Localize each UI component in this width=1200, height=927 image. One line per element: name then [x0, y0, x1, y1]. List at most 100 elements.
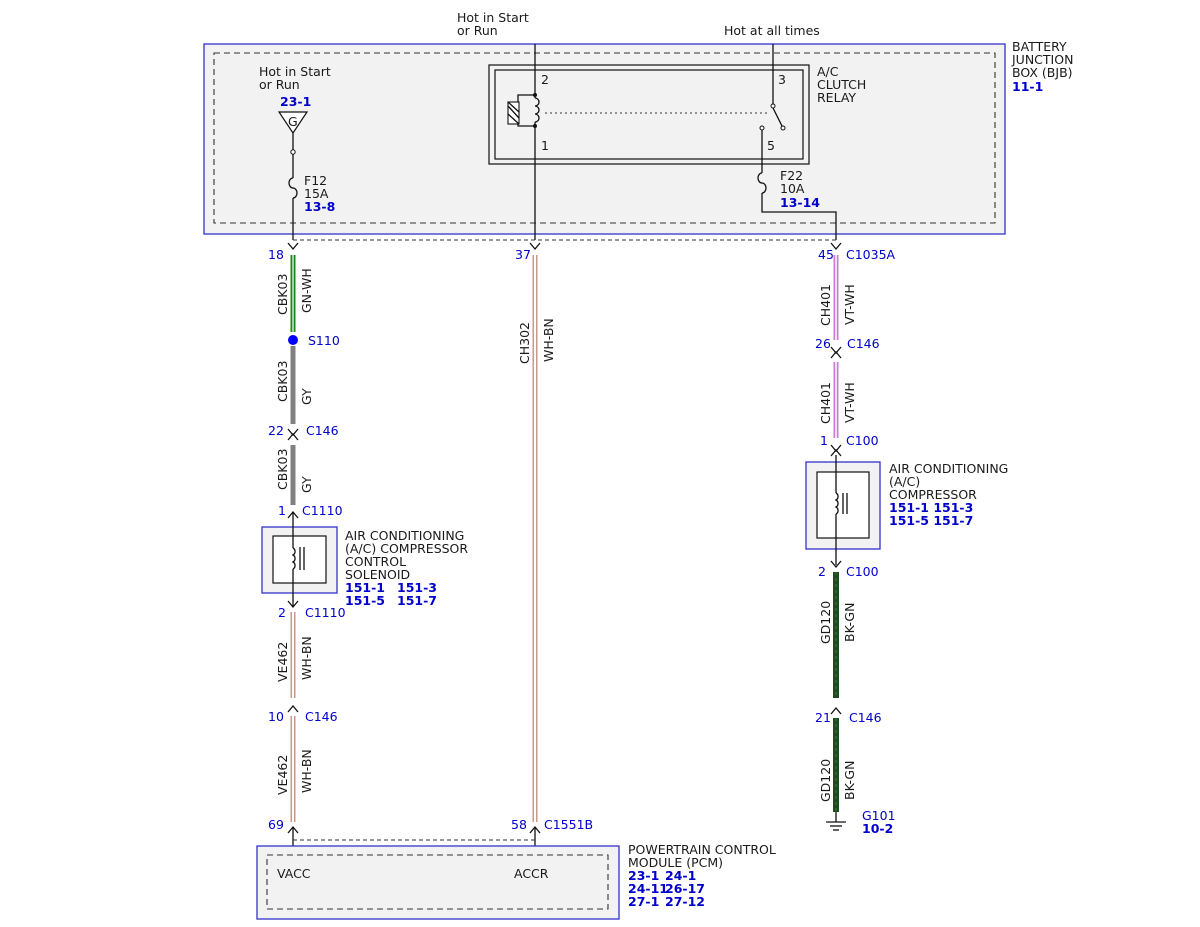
connector-c100-b-label: C100 [846, 564, 879, 579]
fuse-f22-ref: 13-14 [780, 195, 820, 210]
ground-g101-ref: 10-2 [862, 821, 893, 836]
wire-label-circuit: CH302 [517, 322, 532, 364]
pcm-inner-boundary [266, 854, 609, 910]
fuse-f12-ref: 13-8 [304, 199, 335, 214]
pin-2: 2 [278, 605, 286, 620]
wire-label-circuit: CBK03 [275, 274, 290, 315]
connector-c1110-b-arrow [287, 600, 299, 609]
inner-ref: 23-1 [280, 94, 311, 109]
wire-label-circuit: CH401 [818, 284, 833, 326]
connector-c1551b-label: C1551B [544, 817, 593, 832]
pcm-label-line1: POWERTRAIN CONTROL [628, 842, 776, 857]
hot-start-run-top-line1: Hot in Start [457, 10, 529, 25]
solenoid-ref: 151-5 [345, 593, 385, 608]
compressor-ref: 151-1 151-3 [889, 500, 973, 515]
pcm-label-line2: MODULE (PCM) [628, 855, 723, 870]
compressor-label-line2: (A/C) [889, 474, 920, 489]
wire-label-color: VT-WH [842, 284, 857, 325]
wire-label-color: VT-WH [842, 382, 857, 423]
relay-pin-5: 5 [767, 138, 775, 153]
solenoid-ref: 151-3 [397, 580, 437, 595]
pcm-box [256, 845, 620, 920]
pin-18: 18 [268, 247, 284, 262]
connector-45-arrow [830, 242, 842, 251]
solenoid-icon [272, 535, 327, 584]
wire-label-color: BK-GN [842, 761, 857, 800]
wire-label-color: WH-BN [299, 636, 314, 680]
solenoid-ref: 151-7 [397, 593, 437, 608]
pin-10: 10 [268, 709, 284, 724]
connector-c146-b-arrow [287, 704, 299, 713]
pin-1: 1 [278, 503, 286, 518]
hot-all-times-label: Hot at all times [724, 23, 820, 38]
fuse-f12-symbol [288, 177, 298, 199]
pcm-ref: 26-17 [665, 881, 705, 896]
connector-c146-d-label: C146 [849, 710, 882, 725]
wire-label-color: WH-BN [541, 318, 556, 362]
pin-45: 45 [818, 247, 834, 262]
bjb-label-line2: JUNCTION [1011, 52, 1073, 67]
hot-start-run-inner-line1: Hot in Start [259, 64, 331, 79]
solenoid-ref: 151-1 [345, 580, 385, 595]
ground-icon [826, 812, 846, 831]
connector-c146-b-label: C146 [305, 709, 338, 724]
connector-c146-d-arrow [830, 706, 842, 715]
fuse-terminal [290, 149, 296, 155]
pcm-pin-accr: ACCR [514, 866, 549, 881]
fuse-f12-name: F12 [304, 173, 327, 188]
wire-label-color: BK-GN [842, 603, 857, 642]
relay-label-line2: CLUTCH [817, 77, 866, 92]
solenoid-label-line4: SOLENOID [345, 567, 410, 582]
compressor-ref: 151-5 151-7 [889, 513, 973, 528]
pin-37: 37 [515, 247, 531, 262]
relay-outer [488, 64, 810, 165]
compressor-clutch-icon [816, 471, 870, 539]
ground-g101-label: G101 [862, 808, 896, 823]
wire-label-circuit: GD120 [818, 601, 833, 644]
pin-2: 2 [818, 564, 826, 579]
connector-c1110-label: C1110 [302, 503, 343, 518]
feed-source-symbol [277, 111, 309, 135]
battery-junction-box [203, 43, 1006, 235]
pin-58: 58 [511, 817, 527, 832]
relay-pin-3: 3 [778, 72, 786, 87]
splice-s110 [288, 335, 298, 345]
wire-label-color: WH-BN [299, 749, 314, 793]
wire-label-circuit: CBK03 [275, 449, 290, 490]
connector-c100-b-arrow [830, 560, 842, 569]
splice-s110-label: S110 [308, 333, 340, 348]
hot-start-run-inner-line2: or Run [259, 77, 300, 92]
connector-c1035a-label: C1035A [846, 247, 896, 262]
solenoid-label-line3: CONTROL [345, 554, 406, 569]
pcm-ref: 23-1 [628, 868, 659, 883]
connector-18-arrow [287, 242, 299, 251]
relay-label-line3: RELAY [817, 90, 856, 105]
bjb-label-line3: BOX (BJB) [1012, 65, 1073, 80]
relay-coil-icon [507, 44, 540, 240]
compressor-label-line1: AIR CONDITIONING [889, 461, 1008, 476]
pin-1: 1 [820, 433, 828, 448]
bjb-inner-boundary [213, 52, 996, 224]
pin-69: 69 [268, 817, 284, 832]
wire-label-color: GY [299, 476, 314, 493]
pin-22: 22 [268, 423, 284, 438]
fuse-f22-rating: 10A [780, 181, 805, 196]
fuse-f12-rating: 15A [304, 186, 329, 201]
bjb-ref: 11-1 [1012, 79, 1043, 94]
solenoid-label-line2: (A/C) COMPRESSOR [345, 541, 468, 556]
pin-26: 26 [815, 336, 831, 351]
wire-label-color: GY [299, 388, 314, 405]
connector-37-arrow [529, 242, 541, 251]
pin-21: 21 [815, 710, 831, 725]
pcm-ref: 24-1 [665, 868, 696, 883]
fuse-f22-symbol [757, 172, 767, 194]
connector-c146-label: C146 [306, 423, 339, 438]
pcm-ref: 27-1 [628, 894, 659, 909]
solenoid-label-line1: AIR CONDITIONING [345, 528, 464, 543]
wire-label-circuit: CH401 [818, 382, 833, 424]
wire-label-circuit: VE462 [275, 642, 290, 682]
wire-label-color: GN-WH [299, 268, 314, 313]
pcm-ref: 24-11 [628, 881, 668, 896]
wire-label-circuit: GD120 [818, 759, 833, 802]
